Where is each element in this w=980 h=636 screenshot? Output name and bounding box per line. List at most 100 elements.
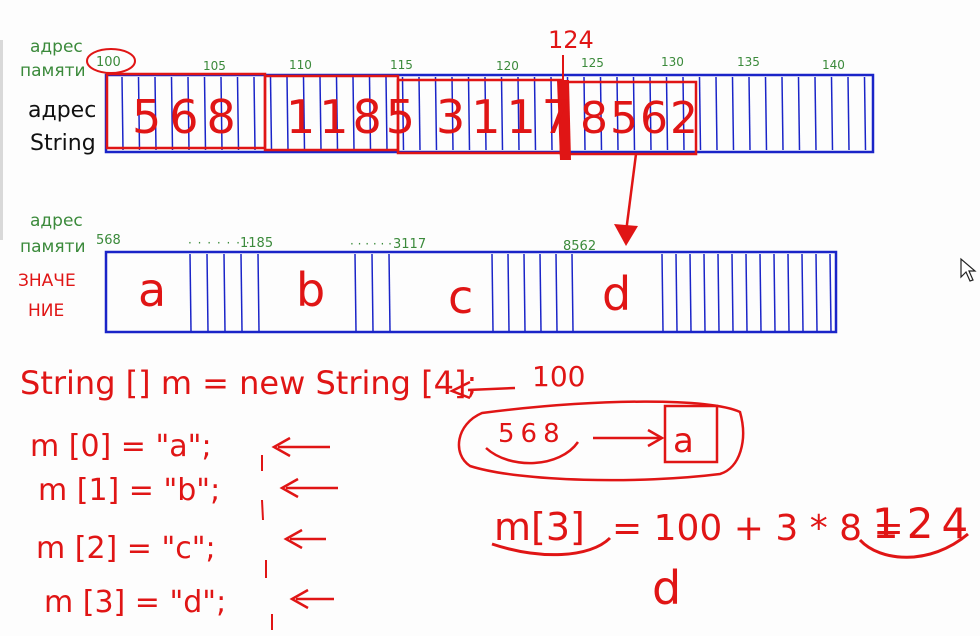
cell-divider [632, 76, 636, 151]
window-edge [0, 40, 3, 240]
marked-address: 124 [548, 26, 594, 54]
top-label-addr-line2: памяти [20, 61, 86, 81]
bottom-label-addr-line2: памяти [20, 237, 86, 257]
bottom-address-dots-1: · · · · · · · [188, 236, 251, 250]
bottom-value-d: d [602, 267, 631, 321]
reference-outline [457, 400, 745, 482]
top-array: 568 1185 3117 8562 100 105 110 115 120 1… [20, 26, 875, 246]
cell-divider [797, 76, 801, 151]
bottom-address-0: 568 [96, 233, 121, 248]
statement-separator-marks [261, 455, 273, 630]
cell-divider [533, 76, 537, 151]
cell-divider [368, 76, 372, 151]
cell-divider [829, 253, 832, 332]
cell-divider [257, 253, 260, 332]
cell-divider [319, 76, 322, 151]
cell-divider [189, 253, 192, 332]
cell-divider [236, 76, 240, 151]
tick-115: 115 [390, 58, 413, 72]
cell-divider [649, 76, 652, 151]
cell-divider [335, 76, 339, 151]
formula-result-underline [858, 532, 969, 559]
tick-120: 120 [496, 59, 519, 73]
bottom-array: 568 · · · · · · · 1185 · · · · · · 3117 … [18, 211, 838, 334]
cell-divider [665, 76, 669, 151]
top-cell-value-3: 8562 [580, 93, 700, 144]
code-assignment-0: m [0] = "a"; [30, 429, 212, 464]
reference-value-box [663, 404, 719, 464]
top-array-cell-dividers [121, 76, 867, 151]
cell-divider [764, 76, 768, 151]
cell-divider [616, 76, 619, 151]
formula-lhs: m[3] [494, 505, 585, 549]
cell-divider [863, 76, 867, 151]
cell-divider [583, 76, 586, 151]
bottom-address-2: 3117 [393, 237, 426, 252]
cell-divider [717, 253, 720, 332]
cell-divider [689, 253, 692, 332]
cell-divider [467, 76, 471, 151]
code-assignment-3: m [3] = "d"; [44, 585, 226, 620]
bottom-address-1: 1185 [240, 236, 273, 251]
cell-divider [731, 76, 735, 151]
cell-divider [371, 253, 374, 332]
cell-divider [555, 253, 558, 332]
cell-divider [418, 76, 421, 151]
cell-divider [253, 76, 256, 151]
tick-140: 140 [822, 58, 845, 72]
top-label-content-line2: String [30, 131, 96, 156]
bottom-address-dots-2: · · · · · · [350, 237, 392, 251]
cell-divider [759, 253, 762, 332]
reference-arrow-head [647, 428, 665, 448]
cell-divider [675, 253, 678, 332]
cell-divider [352, 76, 355, 151]
cell-divider [517, 76, 520, 151]
reference-diagram: 568 a [457, 400, 745, 482]
cell-divider [703, 253, 706, 332]
cell-divider [223, 253, 226, 332]
cell-divider [745, 253, 748, 332]
start-address-circle [86, 48, 136, 74]
cell-divider [500, 76, 504, 151]
cell-divider [814, 76, 817, 151]
top-label-content-line1: адрес [28, 98, 96, 123]
cell-divider [787, 253, 790, 332]
declaration-arrow [467, 386, 516, 392]
bottom-label-value-line2: НИЕ [28, 301, 64, 321]
cell-divider [847, 76, 850, 151]
reference-value: a [673, 421, 694, 461]
cell-divider [571, 253, 574, 332]
cell-divider [599, 76, 603, 151]
cell-divider [451, 76, 454, 151]
formula: m[3] = 100 + 3 * 8 = 124 d [491, 499, 969, 615]
bottom-value-c: c [448, 270, 473, 324]
cell-divider [773, 253, 776, 332]
code-declaration: String [] m = new String [4]; [20, 364, 477, 402]
cell-divider [550, 76, 553, 151]
tick-110: 110 [289, 58, 312, 72]
top-cell-value-0: 568 [132, 90, 244, 144]
reference-address: 568 [498, 419, 566, 449]
cell-divider [269, 76, 273, 151]
cell-divider [815, 253, 818, 332]
tick-125: 125 [581, 56, 604, 70]
top-cell-value-2: 3117 [436, 90, 577, 144]
cell-divider [507, 253, 510, 332]
bottom-label-addr-line1: адрес [30, 211, 83, 231]
cell-divider [170, 76, 174, 151]
cell-divider [830, 76, 834, 151]
cell-divider [661, 253, 664, 332]
mouse-cursor-icon [960, 257, 977, 282]
deref-arrow-line [624, 153, 638, 233]
deref-arrow-head [614, 224, 638, 246]
cell-divider [748, 76, 751, 151]
cell-divider [731, 253, 734, 332]
cell-divider [302, 76, 306, 151]
code-assignment-2: m [2] = "c"; [36, 531, 216, 566]
top-label-addr-line1: адрес [30, 37, 83, 57]
cell-divider [286, 76, 289, 151]
bottom-value-a: a [138, 263, 166, 317]
cell-divider [523, 253, 526, 332]
cell-divider [220, 76, 223, 151]
cell-divider [434, 76, 438, 151]
